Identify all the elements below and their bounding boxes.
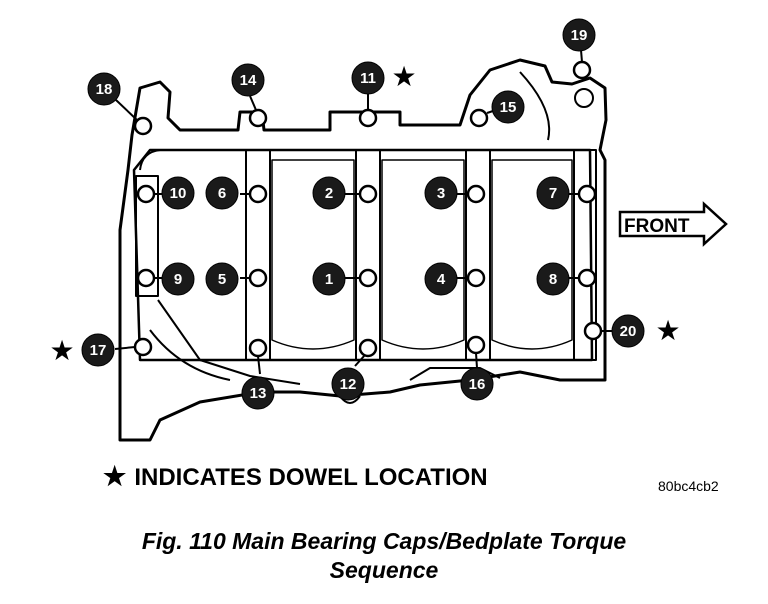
label-circle	[491, 90, 525, 124]
torque-sequence-label-3: 3	[424, 176, 458, 210]
torque-sequence-label-20: 20	[611, 314, 645, 348]
legend: ★ INDICATES DOWEL LOCATION	[103, 461, 488, 492]
caption-line-1: Fig. 110 Main Bearing Caps/Bedplate Torq…	[141, 528, 627, 554]
label-number: 9	[174, 271, 182, 288]
label-number: 2	[325, 185, 333, 202]
torque-sequence-label-17: 17	[81, 333, 115, 367]
label-circle	[536, 262, 570, 296]
label-circle	[424, 176, 458, 210]
dowel-markers: ★ ★ ★	[49, 60, 680, 367]
legend-text: INDICATES DOWEL LOCATION	[134, 464, 488, 491]
label-number: 7	[549, 185, 557, 202]
label-number: 6	[218, 185, 226, 202]
torque-sequence-label-12: 12	[331, 367, 365, 401]
label-number: 13	[250, 385, 267, 402]
label-circle	[231, 63, 265, 97]
label-circle	[205, 176, 239, 210]
torque-sequence-label-4: 4	[424, 262, 458, 296]
torque-sequence-label-16: 16	[460, 367, 494, 401]
torque-sequence-label-1: 1	[312, 262, 346, 296]
label-number: 19	[571, 27, 588, 44]
torque-sequence-label-18: 18	[87, 72, 121, 106]
torque-sequence-label-7: 7	[536, 176, 570, 210]
image-code: 80bc4cb2	[658, 478, 719, 494]
label-number: 14	[240, 72, 257, 89]
label-number: 1	[325, 271, 333, 288]
torque-sequence-label-14: 14	[231, 63, 265, 97]
label-circle	[562, 18, 596, 52]
dowel-star-icon: ★	[49, 334, 74, 367]
torque-sequence-label-10: 10	[161, 176, 195, 210]
label-number: 3	[437, 185, 445, 202]
label-number: 20	[620, 323, 637, 340]
label-number: 8	[549, 271, 557, 288]
torque-sequence-label-11: 11	[351, 61, 385, 95]
label-circle	[161, 176, 195, 210]
label-circle	[87, 72, 121, 106]
front-label: FRONT	[624, 216, 690, 237]
label-circle	[81, 333, 115, 367]
label-circle	[161, 262, 195, 296]
label-circle	[460, 367, 494, 401]
label-number: 18	[96, 81, 113, 98]
label-circle	[611, 314, 645, 348]
label-circle	[424, 262, 458, 296]
torque-sequence-label-13: 13	[241, 376, 275, 410]
torque-sequence-label-9: 9	[161, 262, 195, 296]
label-number: 4	[437, 271, 446, 288]
dowel-star-icon: ★	[391, 60, 416, 93]
bedplate-outline	[118, 58, 608, 442]
dowel-star-icon: ★	[103, 461, 127, 491]
label-number: 5	[218, 271, 226, 288]
torque-sequence-label-15: 15	[491, 90, 525, 124]
label-circle	[351, 61, 385, 95]
leader-lines	[114, 49, 612, 375]
torque-sequence-label-19: 19	[562, 18, 596, 52]
label-circle	[536, 176, 570, 210]
label-circle	[312, 176, 346, 210]
figure-caption: Fig. 110 Main Bearing Caps/Bedplate Torq…	[0, 527, 768, 585]
label-number: 15	[500, 99, 517, 116]
caption-line-2: Sequence	[329, 557, 439, 583]
torque-sequence-label-8: 8	[536, 262, 570, 296]
dowel-star-icon: ★	[655, 314, 680, 347]
label-circle	[312, 262, 346, 296]
label-circle	[331, 367, 365, 401]
label-number: 11	[360, 70, 376, 87]
torque-sequence-label-6: 6	[205, 176, 239, 210]
label-number: 12	[340, 376, 357, 393]
label-circle	[241, 376, 275, 410]
label-number: 16	[469, 376, 486, 393]
label-number: 10	[170, 185, 187, 202]
label-number: 17	[90, 342, 107, 359]
torque-sequence-label-2: 2	[312, 176, 346, 210]
torque-sequence-label-5: 5	[205, 262, 239, 296]
label-circle	[205, 262, 239, 296]
front-arrow: FRONT	[618, 201, 728, 247]
